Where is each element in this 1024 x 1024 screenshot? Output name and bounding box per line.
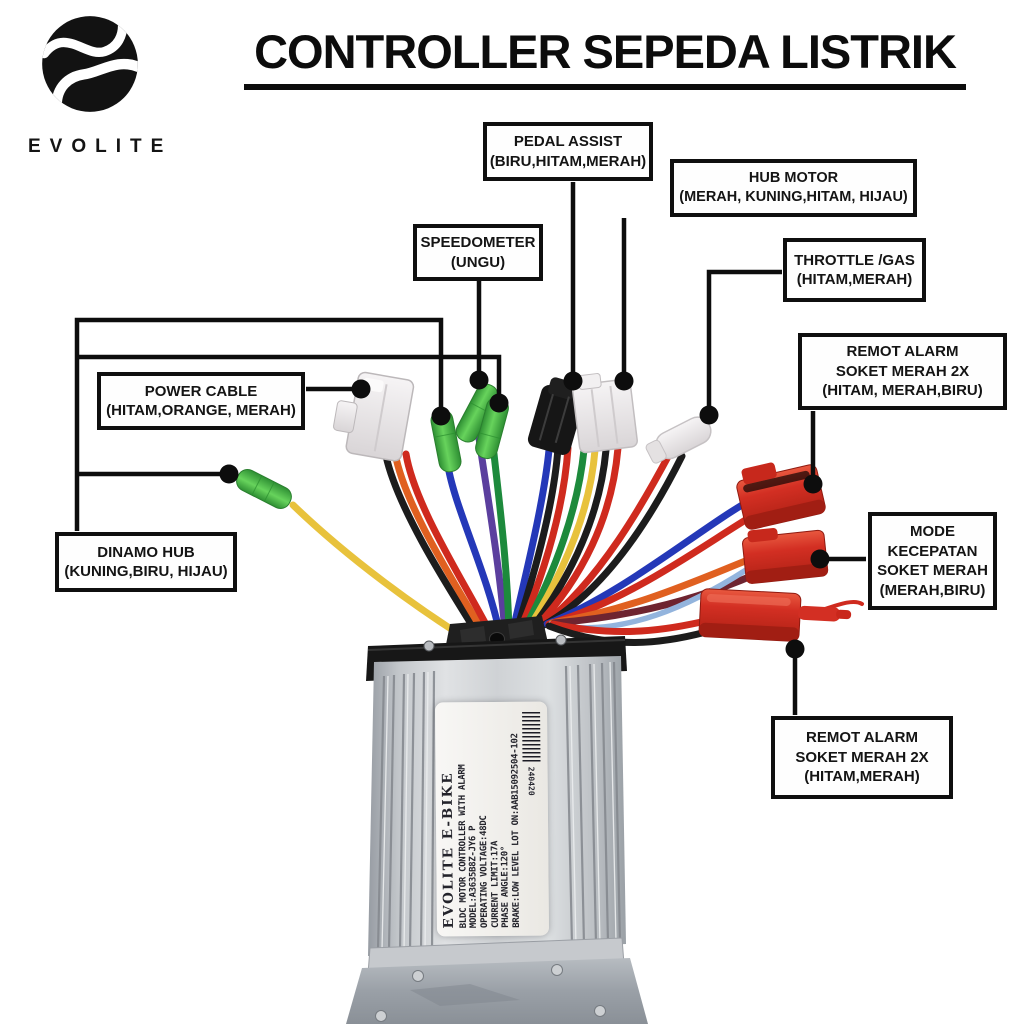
callout-line: SOKET MERAH (877, 562, 988, 579)
callout-line: (BIRU,HITAM,MERAH) (489, 152, 647, 170)
leader-lines (74, 182, 866, 715)
callout-line: DINAMO HUB (97, 543, 195, 561)
power-connector-white (333, 371, 415, 462)
throttle-connector-white (645, 416, 712, 464)
callout-throttle-gas: THROTTLE /GAS (HITAM,MERAH) (783, 238, 926, 302)
callout-remot-alarm-1: REMOT ALARM SOKET MERAH 2X (HITAM, MERAH… (798, 333, 1007, 410)
controller-sticker-content: EVOLITE E-BIKE BLDC MOTOR CONTROLLER WIT… (434, 701, 550, 937)
callout-speedometer: SPEEDOMETER (UNGU) (413, 224, 543, 281)
barcode-number: 240420 (526, 766, 536, 796)
callout-line: (UNGU) (450, 253, 506, 271)
callout-power-cable: POWER CABLE (HITAM,ORANGE, MERAH) (97, 372, 305, 430)
evolite-wordmark: EVOLITE (28, 136, 173, 157)
callout-line: REMOT ALARM (806, 729, 918, 747)
callout-line: (MERAH, KUNING,HITAM, HIJAU) (679, 189, 908, 205)
callout-pedal-assist: PEDAL ASSIST (BIRU,HITAM,MERAH) (483, 122, 653, 181)
callout-line: SOKET MERAH 2X (795, 748, 929, 766)
callout-line: THROTTLE /GAS (794, 251, 915, 269)
hub-motor-connector-white (572, 373, 638, 454)
remot-alarm-connector-red-1 (736, 462, 826, 530)
callout-line: KECEPATAN (887, 542, 978, 560)
sticker-spec-line: BRAKE:LOW LEVEL LOT ON:AAB15092504-102 (510, 733, 522, 928)
callout-line: PEDAL ASSIST (513, 133, 623, 150)
callout-line: HUB MOTOR (748, 170, 839, 187)
callout-line: (HITAM,MERAH) (796, 271, 913, 288)
callout-line: SOKET MERAH 2X (835, 362, 970, 380)
callout-line: MODE (910, 523, 955, 540)
callout-line: (KUNING,BIRU, HIJAU) (64, 563, 228, 580)
crimp-green-blue (430, 409, 462, 473)
callout-line: POWER CABLE (144, 382, 258, 400)
evolite-logo (42, 16, 138, 112)
mode-connector-red (742, 527, 829, 584)
remot-alarm-connector-red-2 (698, 588, 852, 642)
callout-line: (MERAH,BIRU) (879, 581, 986, 599)
callout-line: SPEEDOMETER (420, 234, 536, 251)
callout-mode-kecepatan: MODE KECEPATAN SOKET MERAH (MERAH,BIRU) (868, 512, 997, 610)
leader-dots (219, 370, 830, 659)
wire-harness (289, 434, 864, 646)
controller-sticker: EVOLITE E-BIKE BLDC MOTOR CONTROLLER WIT… (434, 701, 550, 937)
callout-line: (HITAM,ORANGE, MERAH) (106, 402, 296, 419)
callout-line: REMOT ALARM (846, 343, 959, 361)
callout-dinamo-hub: DINAMO HUB (KUNING,BIRU, HIJAU) (55, 532, 237, 592)
callout-remot-alarm-2: REMOT ALARM SOKET MERAH 2X (HITAM,MERAH) (771, 716, 953, 799)
sticker-brand-line: EVOLITE E-BIKE (439, 771, 457, 929)
dinamo-crimp-green (236, 468, 292, 510)
barcode (521, 709, 541, 762)
page-title: CONTROLLER SEPEDA LISTRIK (244, 24, 966, 90)
callout-line: (HITAM,MERAH) (804, 768, 920, 786)
callout-line: (HITAM, MERAH,BIRU) (822, 382, 983, 400)
callout-hub-motor: HUB MOTOR (MERAH, KUNING,HITAM, HIJAU) (670, 159, 917, 217)
